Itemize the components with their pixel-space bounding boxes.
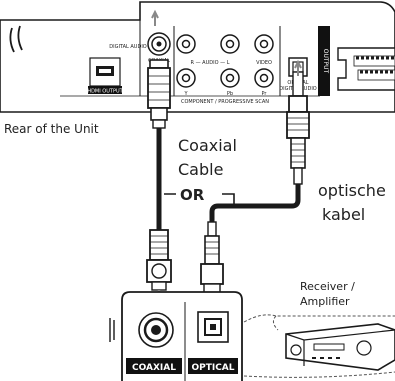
panel-curve-detail	[9, 25, 23, 53]
pb-jack	[220, 68, 240, 88]
coaxial-jack	[147, 32, 171, 56]
hdmi-output-label: HDMI OUTPUT	[87, 89, 123, 95]
coaxial-cable	[146, 9, 172, 309]
pr-label: Pr	[262, 91, 268, 97]
rear-of-unit-label: Rear of the Unit	[4, 122, 99, 136]
y-label: Y	[183, 91, 188, 97]
coaxial-cable-label-line1: Coaxial	[178, 136, 237, 155]
optical-cable-label-line1: optische	[318, 181, 386, 200]
coaxial-cable-label-line2: Cable	[178, 160, 223, 179]
receiver-optical-port	[197, 311, 229, 343]
output-label: OUTPUT	[322, 49, 329, 74]
receiver-input-panel: COAXIAL OPTICAL	[109, 291, 243, 381]
receiver-optical-label: OPTICAL	[191, 363, 234, 373]
or-label: OR	[180, 186, 205, 204]
audio-r-jack	[176, 34, 196, 54]
pb-label: Pb	[227, 91, 233, 97]
component-scan-label: COMPONENT / PROGRESSIVE SCAN	[181, 99, 269, 105]
pr-jack	[254, 68, 274, 88]
unit-rear-panel: HDMI OUTPUT DIGITAL AUDIO COAXIAL R — AU…	[0, 1, 395, 113]
zoom-bubble	[243, 314, 395, 378]
receiver-label-line1: Receiver /	[300, 280, 355, 293]
scart-connector	[337, 47, 395, 91]
audio-l-jack	[220, 34, 240, 54]
receiver-coaxial-jack	[138, 312, 174, 348]
optical-cable-label-line2: kabel	[322, 205, 365, 224]
or-bracket	[164, 193, 235, 206]
receiver-amplifier-device	[285, 323, 395, 371]
y-jack	[176, 68, 196, 88]
video-label: VIDEO	[256, 60, 272, 66]
digital-audio-label: DIGITAL AUDIO	[109, 44, 147, 50]
video-jack	[254, 34, 274, 54]
optical-cable	[200, 59, 310, 315]
hdmi-port: HDMI OUTPUT	[87, 57, 124, 95]
receiver-coaxial-label: COAXIAL	[132, 363, 176, 373]
audio-lr-label: R — AUDIO — L	[191, 60, 230, 66]
receiver-label-line2: Amplifier	[300, 295, 350, 308]
